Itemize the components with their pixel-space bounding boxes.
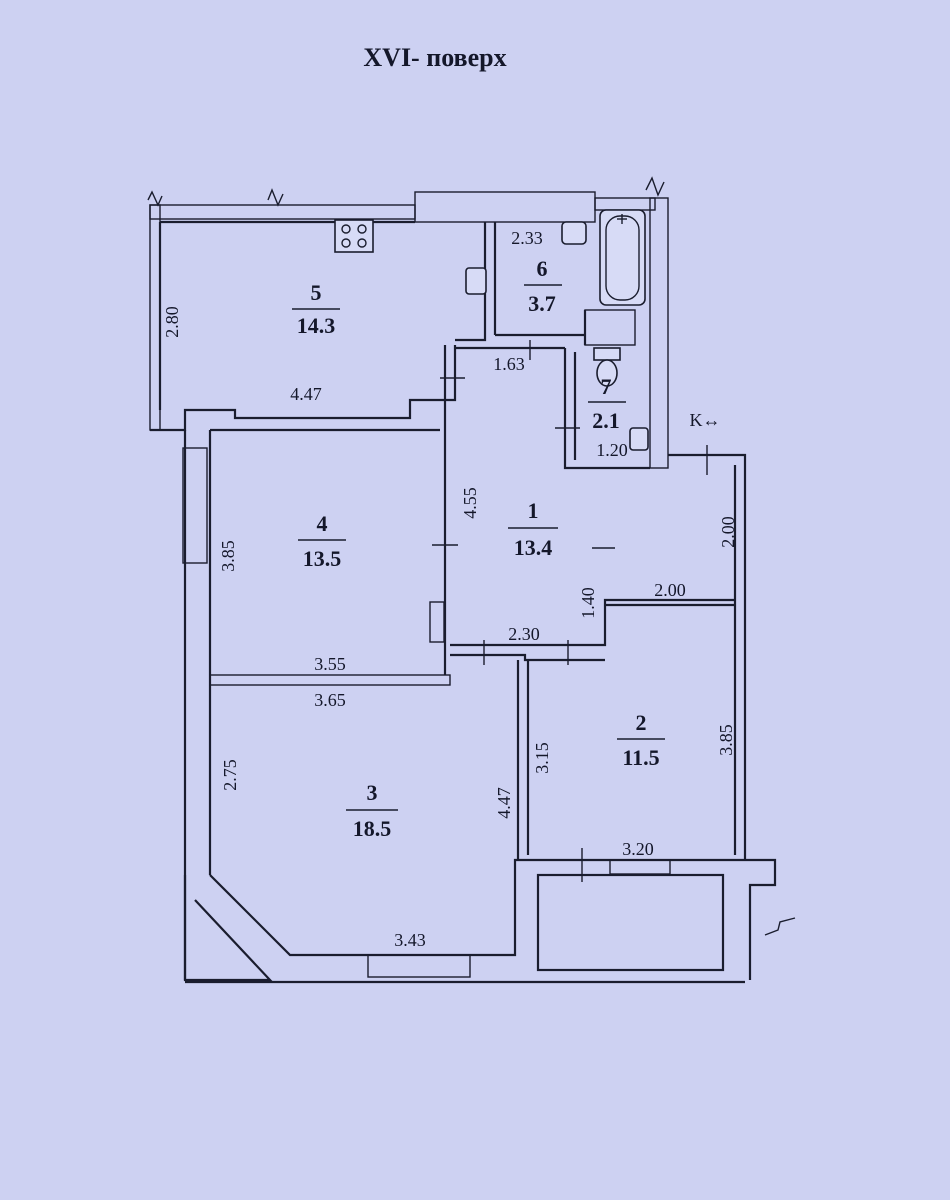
break-mark-right-top	[645, 176, 665, 197]
dim-r5-height: 2.80	[162, 306, 182, 338]
wall-right-outer	[668, 453, 747, 860]
dim-r3-left: 2.75	[220, 759, 240, 791]
dim-r3-top: 3.65	[314, 690, 346, 710]
dim-hall-notch: 1.40	[578, 587, 598, 619]
dim-hall-top: 1.63	[493, 354, 525, 374]
wall-balcony-right	[745, 858, 777, 980]
dim-r4-bottom: 3.55	[314, 654, 346, 674]
stove-burner-icon	[341, 224, 351, 234]
balcony-door	[609, 859, 671, 875]
room-7-number: 7	[601, 374, 612, 399]
room-2-number: 2	[636, 710, 647, 735]
room-5-area: 14.3	[297, 313, 336, 338]
outer-walls	[147, 176, 796, 984]
break-mark-right	[764, 917, 796, 936]
wall-kitchen-bottom	[150, 345, 457, 432]
stove-burner-icon	[357, 238, 367, 248]
stove-burner-icon	[341, 238, 351, 248]
stove-burner-icon	[357, 224, 367, 234]
room-1-area: 13.4	[514, 535, 553, 560]
fixtures	[334, 209, 649, 451]
wall-right-bath	[649, 197, 669, 469]
dim-corr-height: 2.00	[718, 516, 738, 548]
dim-corr-width: 2.00	[654, 580, 686, 600]
dimension-labels: 2.80 4.47 2.33 1.63 1.20 K↔ 4.55 3.85 3.…	[162, 228, 738, 950]
hall-column	[429, 601, 445, 643]
wall-left-kitchen	[149, 204, 161, 431]
dim-wc-width: 1.20	[596, 440, 628, 460]
break-mark-left	[147, 190, 163, 207]
wall-wc-left-bottom	[563, 348, 650, 470]
bathtub-icon	[599, 209, 646, 306]
room-5-number: 5	[311, 280, 322, 305]
wall-corner-sw	[183, 875, 273, 982]
dim-r6-width: 2.33	[511, 228, 543, 248]
dim-r3-right: 4.47	[494, 787, 514, 819]
room-1-number: 1	[528, 498, 539, 523]
dim-r5-width: 4.47	[290, 384, 322, 404]
room-4-area: 13.5	[303, 546, 342, 571]
dim-r2-right: 3.85	[716, 724, 736, 756]
door-ticks	[432, 340, 708, 882]
wall-top-window	[414, 191, 596, 223]
toilet-tank-icon	[593, 347, 621, 361]
wall-room3-diagonal	[209, 858, 745, 957]
room-7-area: 2.1	[592, 408, 620, 433]
dim-r3-bottom: 3.43	[394, 930, 426, 950]
wall-top-bath	[594, 197, 656, 211]
room-6-number: 6	[537, 256, 548, 281]
wall-hall-bottom-inner	[450, 653, 605, 662]
balcony	[536, 873, 725, 972]
dim-hall-bottom: 2.30	[508, 624, 540, 644]
kitchen-sink-icon	[465, 267, 487, 295]
marker-k: K↔	[690, 410, 721, 430]
dim-r2-bottom: 3.20	[622, 839, 654, 859]
wall-room4-bottom	[209, 674, 451, 686]
dim-hall-height: 4.55	[460, 487, 480, 519]
wall-top-kitchen	[149, 204, 416, 220]
room-6-area: 3.7	[528, 291, 556, 316]
dim-r4-height: 3.85	[218, 540, 238, 572]
room-2-area: 11.5	[622, 745, 659, 770]
dim-r2-left: 3.15	[532, 742, 552, 774]
toilet-icon	[596, 359, 618, 387]
window-left-room4	[182, 447, 208, 564]
wc-sink-icon	[629, 427, 649, 451]
bath-niche	[584, 309, 636, 346]
wall-hall-bottom	[450, 598, 735, 647]
window-room3	[367, 954, 471, 978]
room-3-area: 18.5	[353, 816, 392, 841]
floor-title: XVI- поверх	[363, 43, 506, 72]
wall-kitchen-bath	[455, 222, 487, 342]
bath-sink-icon	[561, 221, 587, 245]
break-mark-top	[267, 188, 284, 207]
stove-icon	[334, 219, 374, 253]
room-labels: 5 14.3 6 3.7 7 2.1 1 13.4 4 13.5 2 11.5 …	[292, 256, 665, 841]
room-4-number: 4	[317, 511, 328, 536]
room-3-number: 3	[367, 780, 378, 805]
